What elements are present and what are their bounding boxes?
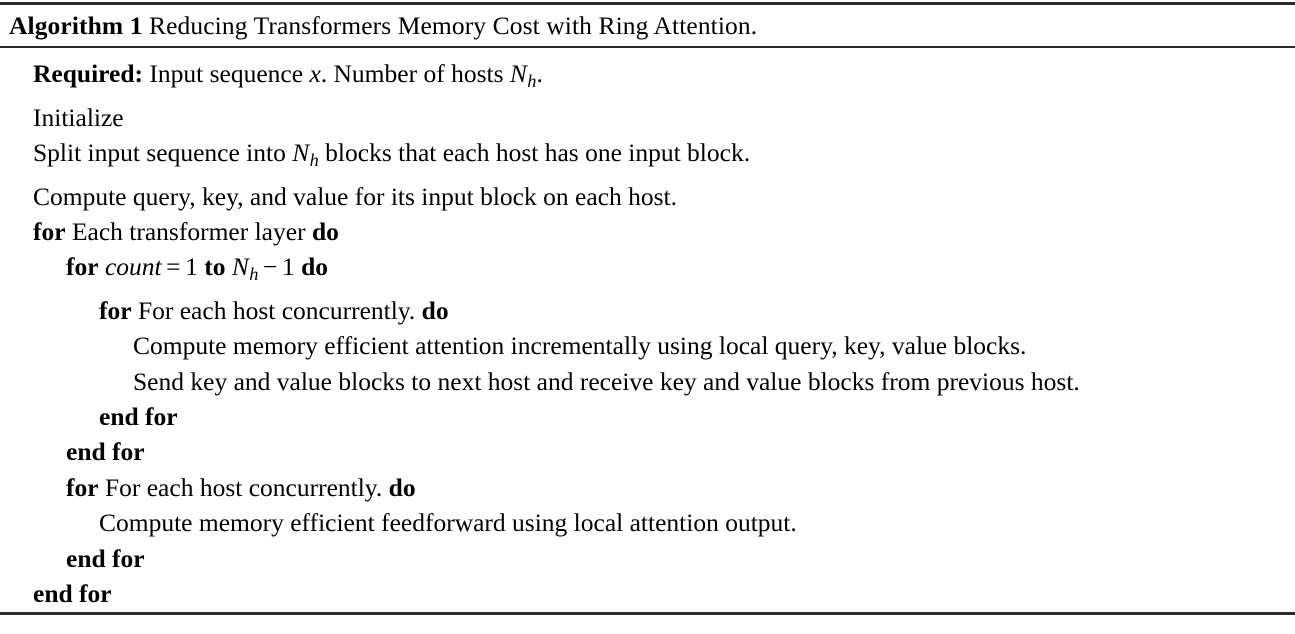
required-text-b: . Number of hosts xyxy=(320,59,504,88)
algorithm-title: Algorithm 1 Reducing Transformers Memory… xyxy=(0,5,1295,46)
for-host-condition: For each host concurrently. xyxy=(104,472,383,502)
math-N: N xyxy=(509,59,527,88)
for-host-condition: For each host concurrently. xyxy=(137,295,416,325)
end-for-keyword: end for xyxy=(33,579,112,609)
algorithm-line-for-count: for count=1 to Nh−1 do xyxy=(9,249,1291,293)
split-text-a: Split input sequence into xyxy=(33,137,286,167)
loop-variable-count: count xyxy=(104,252,162,282)
compute-feedforward-text: Compute memory efficient feedforward usi… xyxy=(99,508,797,538)
for-keyword: for xyxy=(66,472,99,502)
math-subscript-h: h xyxy=(309,150,319,171)
algorithm-line-compute-qkv: Compute query, key, and value for its in… xyxy=(9,179,1291,214)
math-N: N xyxy=(292,137,310,167)
do-keyword: do xyxy=(301,252,329,282)
for-keyword: for xyxy=(99,295,132,325)
do-keyword: do xyxy=(421,295,449,325)
split-text-b: blocks that each host has one input bloc… xyxy=(325,137,751,167)
for-keyword: for xyxy=(66,252,99,282)
end-for-keyword: end for xyxy=(99,402,178,432)
end-for-keyword: end for xyxy=(66,543,145,573)
for-keyword: for xyxy=(33,216,66,246)
algorithm-title-rule xyxy=(0,46,1295,48)
initialize-text: Initialize xyxy=(33,102,124,132)
algorithm-line-end-for-layer: end for xyxy=(9,576,1291,611)
algorithm-line-compute-feedforward: Compute memory efficient feedforward usi… xyxy=(9,505,1291,540)
for-layer-condition: Each transformer layer xyxy=(71,216,306,246)
math-one: 1 xyxy=(185,252,198,282)
algorithm-label: Algorithm 1 xyxy=(9,11,143,40)
algorithm-caption: Reducing Transformers Memory Cost with R… xyxy=(149,11,758,40)
do-keyword: do xyxy=(311,216,339,246)
end-for-keyword: end for xyxy=(66,437,145,467)
math-one: 1 xyxy=(282,252,295,282)
math-minus: − xyxy=(263,252,278,282)
algorithm-line-end-for-host-outer: end for xyxy=(9,541,1291,576)
algorithm-body: Required: Input sequence x. Number of ho… xyxy=(0,48,1295,612)
algorithm-line-send-receive: Send key and value blocks to next host a… xyxy=(9,364,1291,399)
algorithm-line-end-for-count: end for xyxy=(9,434,1291,469)
required-keyword: Required: xyxy=(33,59,144,88)
algorithm-line-for-host-inner: for For each host concurrently. do xyxy=(9,293,1291,328)
algorithm-line-split: Split input sequence into Nh blocks that… xyxy=(9,135,1291,179)
algorithm-line-for-host-outer: for For each host concurrently. do xyxy=(9,470,1291,505)
to-keyword: to xyxy=(204,252,226,282)
algorithm-line-end-for-host-inner: end for xyxy=(9,399,1291,434)
math-subscript-h: h xyxy=(527,71,537,92)
algorithm-top-rule xyxy=(0,2,1295,5)
algorithm-line-initialize: Initialize xyxy=(9,100,1291,135)
math-x: x xyxy=(309,59,321,88)
algorithm-line-compute-attention: Compute memory efficient attention incre… xyxy=(9,328,1291,363)
math-subscript-h: h xyxy=(249,264,259,285)
algorithm-line-for-layer: for Each transformer layer do xyxy=(9,214,1291,249)
compute-qkv-text: Compute query, key, and value for its in… xyxy=(33,181,677,211)
required-text-a: Input sequence xyxy=(149,59,304,88)
algorithm-line-required: Required: Input sequence x. Number of ho… xyxy=(9,56,1291,100)
required-text-c: . xyxy=(536,59,543,88)
compute-attention-text: Compute memory efficient attention incre… xyxy=(133,331,1027,361)
math-N: N xyxy=(231,252,249,282)
send-receive-text: Send key and value blocks to next host a… xyxy=(133,366,1080,396)
algorithm-bottom-rule xyxy=(0,611,1295,615)
do-keyword: do xyxy=(388,472,416,502)
math-equals: = xyxy=(166,252,181,282)
